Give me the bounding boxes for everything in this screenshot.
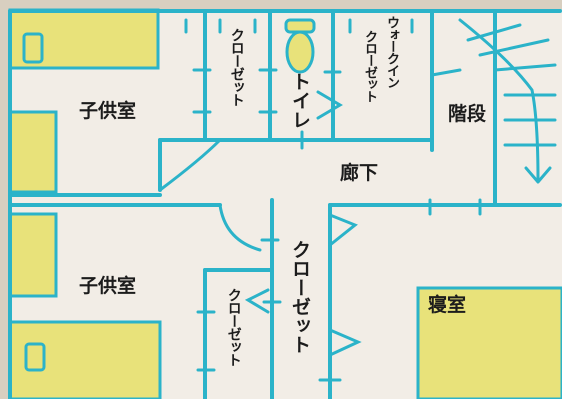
- toilet-fixture: [284, 18, 316, 74]
- room-label-walk-in-line2: クローゼット: [361, 30, 377, 102]
- room-label-closet-upper: クローゼット: [228, 28, 245, 106]
- door-arc-toilet: [316, 90, 343, 120]
- room-label-bedroom: 寝室: [428, 294, 467, 316]
- wall-ticks: [184, 18, 482, 382]
- room-label-closet-center: クローゼット: [288, 240, 311, 354]
- toilet-bowl: [285, 30, 315, 74]
- pillows: [22, 32, 46, 372]
- room-label-stairs: 階段: [448, 103, 487, 125]
- door-arc-closet-center: [328, 213, 358, 247]
- desk-lower-kids: [8, 212, 58, 298]
- desk-upper-kids: [8, 110, 58, 194]
- door-arc-closet-lower: [244, 288, 270, 314]
- bed-upper-kids: [8, 8, 160, 70]
- room-label-walk-in-line1: ウォークイン: [383, 16, 399, 88]
- pillow-lower: [24, 342, 46, 372]
- door-swings: [158, 68, 462, 357]
- door-arc-lower-kids: [218, 203, 262, 252]
- room-label-kids-upper: 子供室: [79, 100, 137, 122]
- bed-bedroom: [416, 286, 562, 399]
- door-arc-upper-kids: [158, 138, 222, 192]
- bed-lower-kids: [8, 320, 162, 399]
- room-label-hallway: 廊下: [340, 162, 379, 184]
- door-arc-bedroom: [328, 328, 362, 357]
- room-label-closet-lower-left: クローゼット: [225, 288, 242, 366]
- furniture: [8, 8, 562, 399]
- room-label-kids-lower: 子供室: [79, 275, 137, 297]
- walls: [8, 9, 562, 399]
- door-arc-walkin: [430, 68, 462, 77]
- toilet-tank: [284, 18, 316, 34]
- room-label-toilet: トイレ: [288, 72, 311, 129]
- stairs-arrow: [458, 18, 557, 184]
- pillow-upper: [22, 32, 44, 64]
